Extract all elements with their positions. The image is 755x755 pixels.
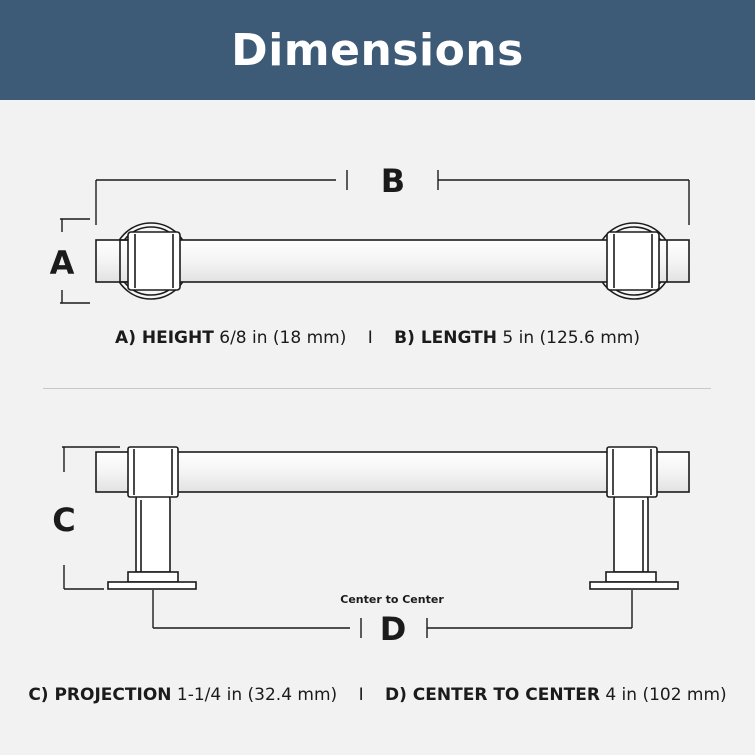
section-divider: [43, 388, 711, 389]
top-bar: [95, 239, 690, 283]
left-side-collar: [127, 446, 179, 498]
header-banner: Dimensions: [0, 0, 755, 100]
label-b: B: [381, 162, 405, 200]
side-view-handle: [95, 446, 690, 590]
caption-separator: I: [367, 328, 373, 348]
label-c: C: [52, 501, 75, 539]
caption-height-value: 6/8 in (18 mm): [219, 328, 347, 348]
right-collar: [606, 231, 660, 291]
caption-length-key: B) LENGTH: [394, 328, 497, 348]
caption-separator: I: [358, 685, 364, 705]
side-bar: [95, 451, 690, 493]
caption-center-key: D) CENTER TO CENTER: [385, 685, 600, 705]
caption-length-value: 5 in (125.6 mm): [502, 328, 640, 348]
left-base-collar: [127, 571, 179, 583]
caption-projection-value: 1-1/4 in (32.4 mm): [176, 685, 338, 705]
right-side-collar: [606, 446, 658, 498]
left-collar: [127, 231, 181, 291]
right-base-collar: [605, 571, 657, 583]
label-d: D: [380, 610, 407, 648]
center-to-center-note: Center to Center: [340, 593, 444, 606]
page-title: Dimensions: [231, 24, 524, 76]
left-base-plate: [107, 581, 197, 590]
caption-projection-key: C) PROJECTION: [28, 685, 172, 705]
caption-row-bottom: C) PROJECTION 1-1/4 in (32.4 mm) I D) CE…: [0, 685, 755, 705]
dimension-b-line: [95, 170, 690, 225]
caption-height-key: A) HEIGHT: [115, 328, 214, 348]
label-a: A: [50, 244, 75, 282]
dimension-a-line: [60, 218, 90, 304]
top-view-handle: [95, 222, 690, 300]
dimension-c-line: [62, 446, 120, 590]
dimension-d-line: [152, 590, 633, 638]
caption-row-top: A) HEIGHT 6/8 in (18 mm) I B) LENGTH 5 i…: [0, 328, 755, 348]
right-base-plate: [589, 581, 679, 590]
caption-center-value: 4 in (102 mm): [605, 685, 727, 705]
